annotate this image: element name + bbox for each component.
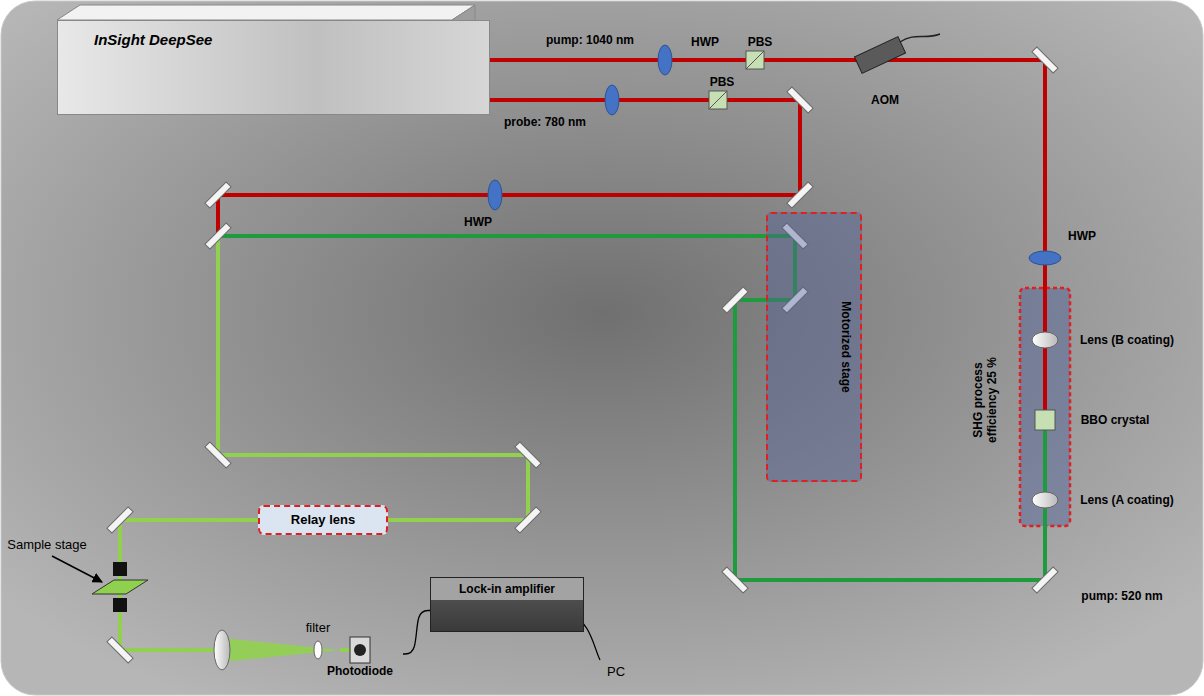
node-label: Lock-in amplifier [431,582,583,596]
mirror [205,223,231,249]
lens [214,630,230,670]
component-label: BBO crystal [1081,413,1150,427]
component-label: pump: 520 nm [1081,589,1162,603]
delay-stage: Motorized stage [766,212,862,482]
mirror [722,567,748,593]
lens [1032,492,1058,508]
acousto-optic-modulator [854,37,905,74]
laser-source: InSight DeepSee [57,20,490,115]
node-label: Relay lens [291,512,355,528]
component-label: AOM [871,93,899,107]
node-label: Photodiode [317,664,403,678]
component-label: filter [306,621,331,635]
laser-top-face [57,5,475,20]
mirror [107,637,133,663]
component-label: PBS [748,35,773,49]
half-wave-plate [658,45,672,75]
focused-beam [222,638,340,662]
rf-cable [900,34,940,42]
mirror [205,442,231,468]
objective [113,598,127,612]
node-label: InSight DeepSee [94,31,489,49]
mirror [787,87,813,113]
component-label: SHG process efficiency 25 % [971,344,999,456]
component-label: probe: 780 nm [504,115,586,129]
mirror [205,182,231,208]
component-label: Sample stage [7,538,87,552]
filter [314,641,322,659]
component-label: PBS [710,75,735,89]
component-label: PC [607,665,625,679]
component-label: HWP [691,35,719,49]
probe-beam-780 [218,100,800,236]
half-wave-plate [605,85,619,115]
component-label: pump: 1040 nm [546,33,634,47]
half-wave-plate [1029,251,1061,265]
polarizing-beam-splitter [709,91,727,109]
photodiode-symbol [348,636,372,664]
half-wave-plate [488,180,502,210]
sample-slide [92,580,148,594]
pointer-arrow [52,556,102,582]
pump-beam-1040 [470,60,1045,420]
bbo-crystal [1035,410,1055,430]
mirror [515,507,541,533]
component-label: Lens (B coating) [1080,333,1174,347]
mirror [787,182,813,208]
polarizing-beam-splitter [746,51,764,69]
mirror [107,507,133,533]
mirror [1032,47,1058,73]
node-label: Motorized stage [839,301,853,392]
component-label: HWP [464,215,492,229]
photodiode: Photodiode [317,636,403,682]
objective [113,562,127,576]
signal-cable [403,611,430,655]
mirror [515,442,541,468]
component-label: Lens (A coating) [1080,493,1174,507]
pump-beam-520 [218,236,1045,580]
mirror [722,287,748,313]
component-label: HWP [1068,229,1096,243]
mirror [1032,567,1058,593]
lock-in-amplifier: Lock-in amplifier [430,577,584,632]
lens [1032,332,1058,348]
relay-lens-box: Relay lens [258,505,388,535]
